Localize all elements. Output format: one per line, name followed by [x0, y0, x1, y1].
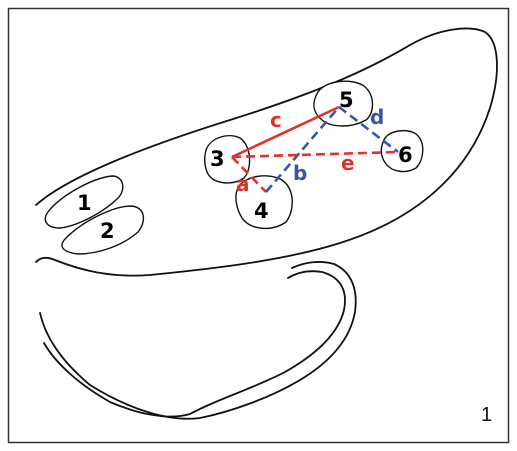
lower-lobe-outline [39, 261, 357, 420]
region-label-3: 3 [210, 147, 225, 171]
segment-label-a: a [236, 172, 250, 196]
region-label-2: 2 [100, 219, 115, 243]
region-label-5: 5 [339, 88, 354, 112]
region-2-outline [61, 205, 145, 255]
region-label-6: 6 [398, 143, 413, 167]
upper-lobe-outline [35, 27, 498, 277]
panel-number: 1 [481, 404, 492, 426]
region-label-4: 4 [254, 199, 269, 223]
segment-e [231, 150, 399, 159]
region-3-outline [203, 134, 251, 184]
region-1-outline [44, 175, 124, 229]
region-label-1: 1 [77, 191, 92, 215]
lower-lobe-inner-outline [43, 270, 346, 418]
segment-label-b: b [293, 161, 307, 185]
segment-a [231, 156, 267, 193]
segment-label-c: c [270, 108, 282, 132]
figure-frame [7, 7, 510, 444]
segment-label-e: e [341, 151, 355, 175]
segment-label-d: d [370, 105, 384, 129]
segments-layer [231, 105, 399, 193]
segment-c [231, 105, 340, 159]
segment-d [338, 105, 399, 154]
segment-b [265, 106, 340, 193]
region-6-outline [380, 129, 424, 173]
region-5-outline [313, 80, 374, 127]
region-4-outline [235, 175, 293, 229]
